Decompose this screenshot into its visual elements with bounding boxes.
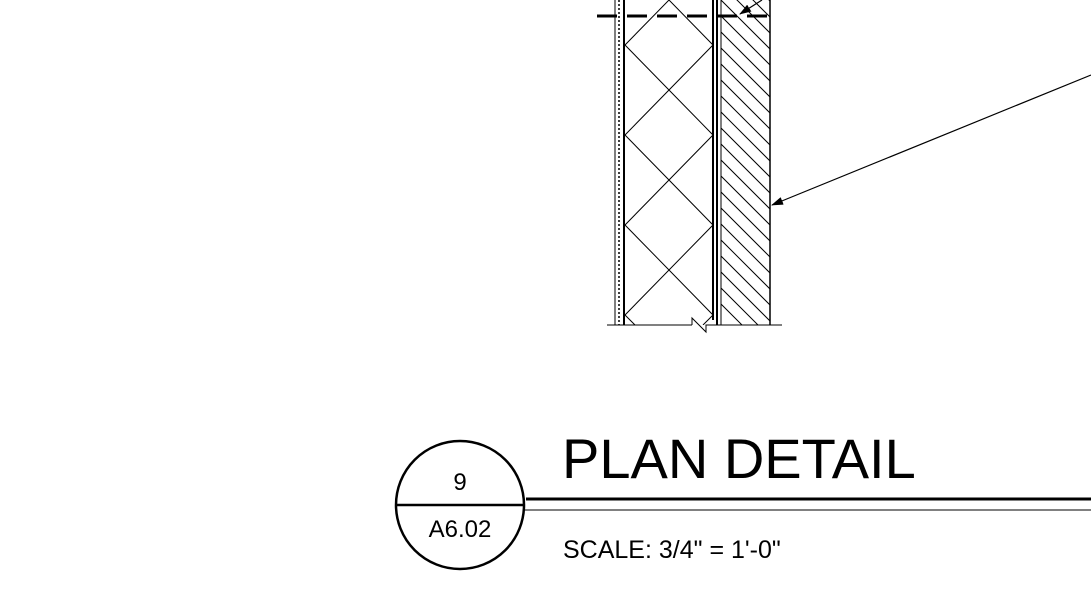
detail-scale: SCALE: 3/4" = 1'-0" — [563, 536, 781, 564]
detail-number: 9 — [453, 469, 466, 496]
sheet-number: A6.02 — [429, 516, 492, 543]
insulation-batt — [625, 0, 713, 325]
break-symbol — [691, 316, 713, 334]
wall-section — [597, 0, 782, 334]
cladding-hatch — [721, 0, 770, 325]
detail-title: PLAN DETAIL — [562, 427, 916, 490]
leader-top — [739, 0, 763, 15]
leader-right — [771, 74, 1091, 206]
leaders — [739, 0, 1091, 206]
detail-callout: 9 A6.02 PLAN DETAIL SCALE: 3/4" = 1'-0" — [394, 427, 1091, 571]
